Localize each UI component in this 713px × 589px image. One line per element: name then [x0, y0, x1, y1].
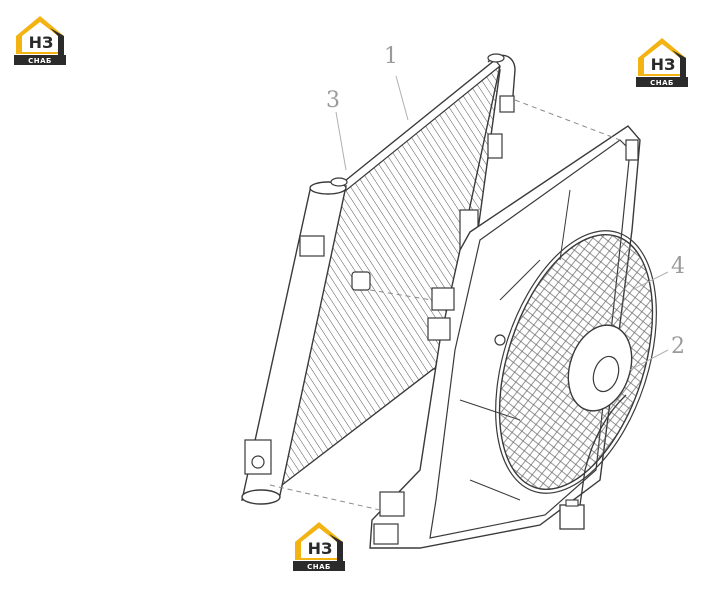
logo-mark: НЗ [307, 539, 333, 558]
callout-3: 3 [326, 88, 340, 113]
house-logo-icon [636, 38, 688, 87]
logo-text: СНАБ [28, 57, 52, 65]
logo-text: СНАБ [307, 563, 331, 571]
logo-mark: НЗ [650, 55, 676, 74]
logo-top-left: НЗ СНАБ [12, 14, 68, 66]
callout-4: 4 [671, 254, 685, 279]
callout-2: 2 [671, 334, 685, 359]
alignment-lines [269, 99, 621, 511]
logo-top-right: НЗ СНАБ [634, 36, 690, 88]
house-logo-icon [293, 522, 345, 571]
callout-1: 1 [384, 44, 398, 69]
leader-lines [335, 75, 669, 371]
logo-text: СНАБ [650, 79, 674, 87]
house-logo-icon [14, 16, 66, 65]
fan-motor [559, 324, 633, 530]
logo-bottom: НЗ СНАБ [291, 520, 347, 572]
receiver-drier [241, 177, 348, 505]
logo-mark: НЗ [28, 33, 54, 52]
